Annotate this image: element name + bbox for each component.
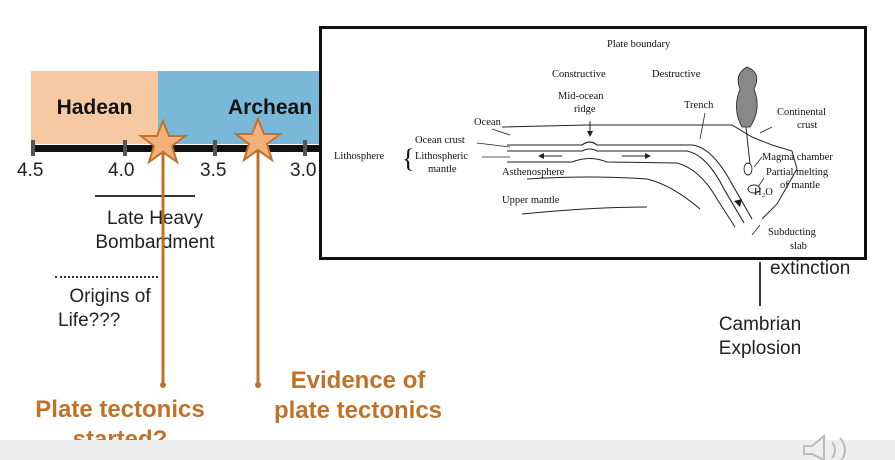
ocean-crust-top	[507, 141, 753, 220]
lithosphere-brace: {	[402, 144, 414, 173]
started-line1: Plate tectonics	[35, 396, 205, 423]
ocean-crust-bottom	[507, 148, 745, 224]
eon-hadean-label: Hadean	[56, 95, 133, 119]
constructive-label: Constructive	[552, 69, 606, 80]
evidence-line1: Evidence of	[290, 367, 426, 394]
bombardment-bar	[95, 195, 195, 197]
partial-melting-label-1: Partial melting	[766, 167, 829, 178]
cambrian-line1: Cambrian	[718, 314, 802, 335]
plate-boundary-label: Plate boundary	[607, 39, 671, 50]
evidence-line2: plate tectonics	[273, 397, 443, 424]
speaker-icon[interactable]	[800, 428, 870, 460]
tick-label: 3.0	[290, 160, 317, 181]
asthenosphere-label: Asthenosphere	[502, 167, 565, 178]
magma-chamber-shape	[743, 162, 753, 176]
h2o-label: H₂O	[754, 187, 773, 198]
ocean-label: Ocean	[474, 117, 502, 128]
evidence-of-plate-tectonics-label: Evidence of plate tectonics	[248, 366, 468, 426]
subducting-slab-label-1: Subducting	[768, 227, 817, 238]
evidence-marker-dot	[255, 382, 261, 388]
magma-conduit	[745, 126, 751, 165]
bottom-bar	[0, 440, 895, 460]
arrow-head-icon	[538, 153, 544, 159]
ocean-crust-label: Ocean crust	[415, 135, 465, 146]
lithospheric-mantle-label-1: Lithospheric	[415, 151, 468, 162]
upper-mantle-line	[521, 206, 648, 215]
tick-label: 3.5	[200, 160, 227, 181]
axis-tick	[213, 140, 217, 156]
asthenosphere-line	[526, 176, 701, 210]
eon-hadean: Hadean	[31, 71, 158, 144]
late-heavy-bombardment-label: Late Heavy Bombardment	[60, 207, 250, 255]
volcano-plume	[736, 66, 758, 128]
melting-leader	[757, 177, 765, 188]
plate-boundary-svg: { Plate boundary Constructive Destructiv…	[334, 39, 833, 252]
origins-line1: Origins of	[69, 286, 151, 307]
late-heavy-line1: Late Heavy	[106, 208, 204, 229]
tick-label: 4.5	[17, 160, 44, 181]
origins-line2: Life???	[58, 310, 121, 331]
cambrian-line2: Explosion	[718, 338, 802, 359]
lithosphere-label: Lithosphere	[334, 151, 384, 162]
mid-ocean-ridge-label-2: ridge	[574, 104, 596, 115]
origins-of-life-label: Origins of Life???	[50, 285, 170, 333]
eon-archean: Archean	[158, 71, 323, 144]
started-marker-dot	[160, 382, 166, 388]
cambrian-explosion-label: Cambrian Explosion	[700, 313, 820, 361]
magma-chamber-label: Magma chamber	[762, 152, 833, 163]
lithosphere-base	[507, 158, 736, 228]
partial-melting-label-2: of mantle	[780, 180, 820, 191]
plate-boundary-diagram: { Plate boundary Constructive Destructiv…	[319, 26, 867, 260]
magma-leader	[753, 156, 763, 168]
destructive-label: Destructive	[652, 69, 701, 80]
trench-label: Trench	[684, 100, 714, 111]
partial-melt-shape	[747, 184, 761, 194]
ridge-arrow-icon	[587, 131, 593, 137]
continental-crust-label-2: crust	[797, 120, 817, 131]
subducting-slab-label-2: slab	[790, 241, 807, 252]
timeline-axis	[31, 145, 323, 152]
ocean-surface-line	[501, 124, 697, 128]
axis-tick	[303, 140, 307, 156]
star-icon	[233, 116, 283, 163]
continental-leader	[759, 126, 773, 134]
origins-bar	[55, 276, 158, 278]
ocean-leader	[491, 128, 511, 136]
upper-mantle-label: Upper mantle	[502, 195, 560, 206]
arrow-head-icon	[645, 153, 651, 159]
late-heavy-line2: Bombardment	[95, 232, 215, 253]
subduction-arrow-icon	[734, 199, 742, 207]
tick-label: 4.0	[108, 160, 135, 181]
slab-leader	[751, 224, 761, 236]
cambrian-marker-line	[759, 262, 761, 306]
star-icon	[138, 118, 188, 165]
axis-tick	[31, 140, 35, 156]
axis-tick	[123, 140, 127, 156]
eon-archean-label: Archean	[228, 95, 313, 119]
ocean-crust-leader	[476, 142, 511, 148]
mid-ocean-ridge-label-1: Mid-ocean	[558, 91, 604, 102]
continental-crust	[697, 124, 798, 220]
continental-crust-label-1: Continental	[777, 107, 826, 118]
lithospheric-mantle-label-2: mantle	[428, 164, 457, 175]
trench-leader	[699, 112, 706, 140]
extinction-label: extinction	[770, 258, 851, 279]
